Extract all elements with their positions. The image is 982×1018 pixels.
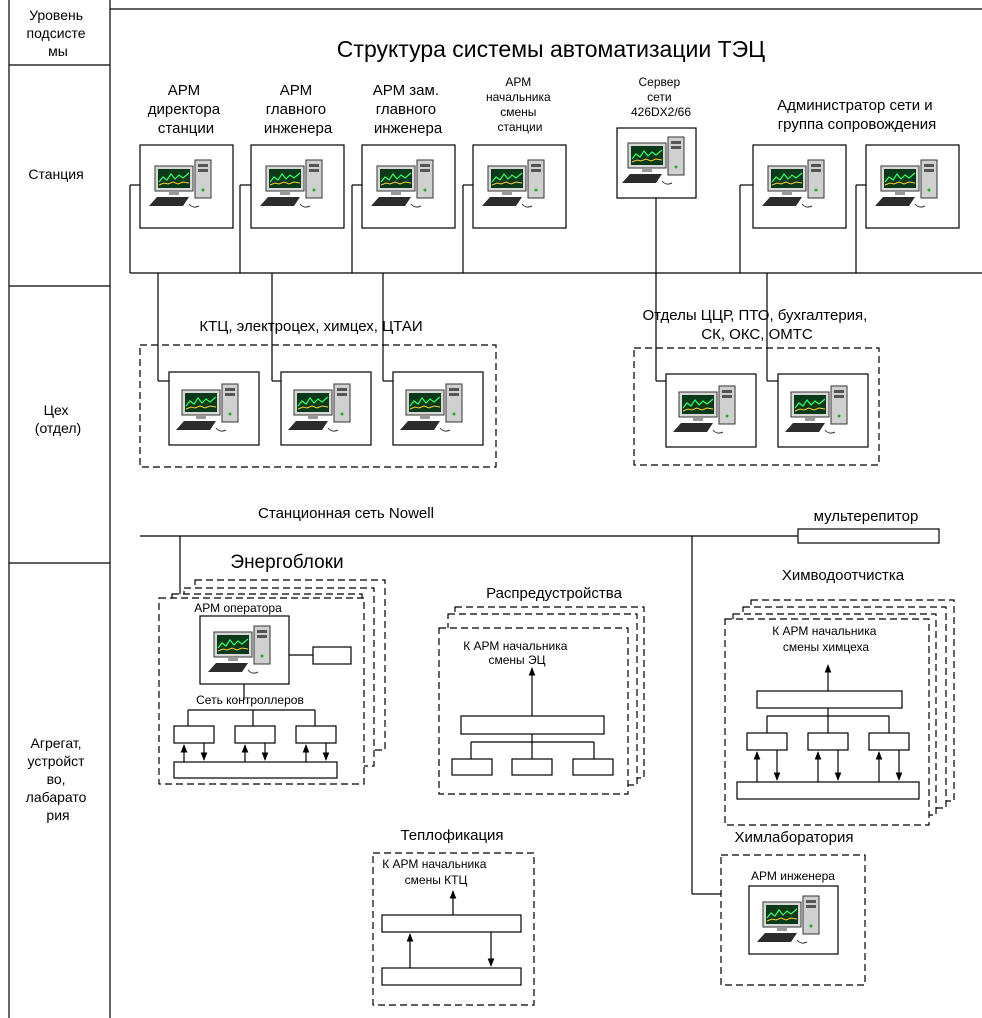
shop-right-label: Отделы ЦЦР, ПТО, бухгалтерия, СК, ОКС, О… [642,307,871,343]
arm-director-label: АРМ директора станции [148,82,224,137]
level-station: Станция [28,166,83,182]
network-label: Станционная сеть Nowell [258,505,434,522]
arm-deputy-engineer-label: АРМ зам. главного инженера [373,82,443,137]
level-unit: Агрегат, устройст во, лабарато рия [26,735,91,823]
energy-blocks-label: Энергоблоки [230,552,343,573]
heating-scheme [381,890,522,986]
water-treatment-note: К АРМ начальника смены химцеха [772,624,880,654]
switchgear-scheme [451,667,614,776]
water-treatment-scheme [736,664,920,800]
controllers-net-label: Сеть контроллеров [196,693,304,707]
server-label: Сервер сети 426DX2/66 [631,75,691,119]
repeater-label: мультерепитор [814,508,919,525]
shop-connections [157,273,778,382]
level-column [8,0,982,1018]
heating-label: Теплофикация [400,827,503,844]
engineer-arm-label: АРМ инженера [751,869,835,883]
controllers [173,646,352,779]
level-header: Уровень подсисте мы [27,7,90,59]
arm-shift-head-label: АРМ начальника смены станции [486,75,554,134]
switchgear-note: К АРМ начальника смены ЭЦ [463,639,571,667]
arm-chief-engineer-label: АРМ главного инженера [264,82,333,137]
water-treatment-label: Химводоотчистка [782,567,905,584]
heating-note: К АРМ начальника смены КТЦ [382,857,490,887]
switchgear-label: Распредустройства [486,585,623,602]
level-shop: Цех (отдел) [35,402,81,436]
station-workstations [139,127,960,229]
chem-lab-label: Химлаборатория [735,829,854,846]
switchgear-group [438,606,645,795]
shop-left-label: КТЦ, электроцех, химцех, ЦТАИ [199,318,422,335]
shop-workstations [168,371,869,448]
repeater-box [797,528,940,544]
operator-arm-label: АРМ оператора [194,601,282,615]
diagram-title: Структура системы автоматизации ТЭЦ [337,36,765,62]
admin-label: Администратор сети и группа сопровождени… [777,97,937,133]
